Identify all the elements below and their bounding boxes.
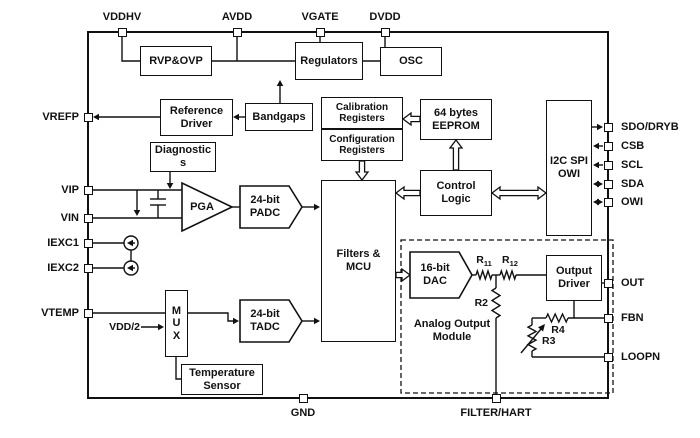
pin-iexc2	[83, 263, 93, 273]
analog-output-module-region	[400, 239, 614, 394]
resistor-label-r12: R12	[502, 254, 518, 268]
resistor-r4	[545, 312, 569, 324]
resistor-label-r4: R4	[551, 324, 565, 336]
block-bandgaps: Bandgaps	[245, 103, 313, 131]
block-reference-driver: Reference Driver	[160, 99, 233, 136]
block-diagnostics: Diagnostics	[150, 142, 216, 172]
resistor-r3	[526, 324, 538, 352]
pin-avdd	[232, 27, 242, 37]
pin-label-sda: SDA	[621, 178, 645, 190]
block-configuration-registers: Configuration Registers	[321, 129, 403, 161]
block-calibration-registers: Calibration Registers	[321, 97, 403, 129]
pin-vin	[83, 213, 93, 223]
pin-scl	[603, 160, 613, 170]
pin-vgate	[315, 27, 325, 37]
resistor-r2	[490, 287, 502, 319]
pin-label-owi: OWI	[621, 196, 643, 208]
pin-label-fbn: FBN	[621, 312, 644, 324]
pin-label-dvdd: DVDD	[369, 11, 401, 23]
pin-label-iexc2: IEXC2	[47, 262, 79, 274]
pin-label-scl: SCL	[621, 159, 643, 171]
pin-label-filter-hart: FILTER/HART	[460, 407, 532, 419]
pin-label-vrefp: VREFP	[42, 111, 79, 123]
pin-csb	[603, 141, 613, 151]
block-temperature-sensor: Temperature Sensor	[181, 364, 263, 395]
pin-label-gnd: GND	[290, 407, 316, 419]
block-regulators: Regulators	[295, 42, 363, 80]
resistor-r11	[475, 268, 493, 282]
pga-amplifier-shape	[181, 181, 234, 233]
pin-label-csb: CSB	[621, 140, 645, 152]
pin-label-iexc1: IEXC1	[47, 237, 79, 249]
pin-vtemp	[83, 308, 93, 318]
dac-shape	[409, 251, 473, 299]
block-filters-mcu: Filters & MCU	[321, 180, 396, 342]
pin-sdo-dryb	[603, 122, 613, 132]
block-control-logic: Control Logic	[420, 170, 492, 216]
tadc-shape	[239, 299, 303, 343]
pin-label-avdd: AVDD	[221, 11, 253, 23]
resistor-label-r11: R11	[476, 254, 492, 268]
block-mux: MUX	[165, 290, 188, 357]
pin-label-out: OUT	[621, 277, 645, 289]
pin-label-loopn: LOOPN	[621, 351, 661, 363]
pin-label-sdo-dryb: SDO/DRYB	[621, 121, 679, 133]
r12-sub: 12	[509, 259, 518, 269]
pin-vip	[83, 185, 93, 195]
padc-shape	[239, 185, 303, 229]
block-osc: OSC	[380, 47, 442, 76]
pin-iexc1	[83, 238, 93, 248]
pin-sda	[603, 179, 613, 189]
pin-dvdd	[380, 27, 390, 37]
r12-base: R	[502, 253, 510, 266]
r3-trim-arrow	[538, 324, 545, 332]
r11-base: R	[476, 253, 484, 266]
r11-sub: 11	[483, 259, 492, 269]
resistor-r12	[499, 268, 517, 282]
pin-owi	[603, 197, 613, 207]
pin-out	[603, 278, 613, 288]
pin-label-vtemp: VTEMP	[41, 307, 79, 319]
pin-filter-hart	[491, 393, 501, 403]
pin-label-vgate: VGATE	[301, 11, 339, 23]
block-eeprom: 64 bytes EEPROM	[420, 99, 492, 140]
pin-label-vin: VIN	[60, 212, 79, 224]
resistor-label-r3: R3	[542, 335, 556, 347]
pin-vrefp	[83, 112, 93, 122]
pin-loopn	[603, 352, 613, 362]
block-rvp-ovp: RVP&OVP	[140, 46, 212, 76]
pin-label-vip: VIP	[61, 184, 79, 196]
pin-gnd	[298, 393, 308, 403]
pin-label-vddhv: VDDHV	[102, 11, 142, 23]
block-interface-i2c-spi-owi: I2C SPI OWI	[546, 100, 592, 236]
block-output-driver: Output Driver	[546, 255, 602, 301]
resistor-label-r2: R2	[474, 297, 488, 309]
pin-fbn	[603, 313, 613, 323]
pin-vddhv	[117, 27, 127, 37]
vdd-half-label: VDD/2	[109, 321, 140, 333]
